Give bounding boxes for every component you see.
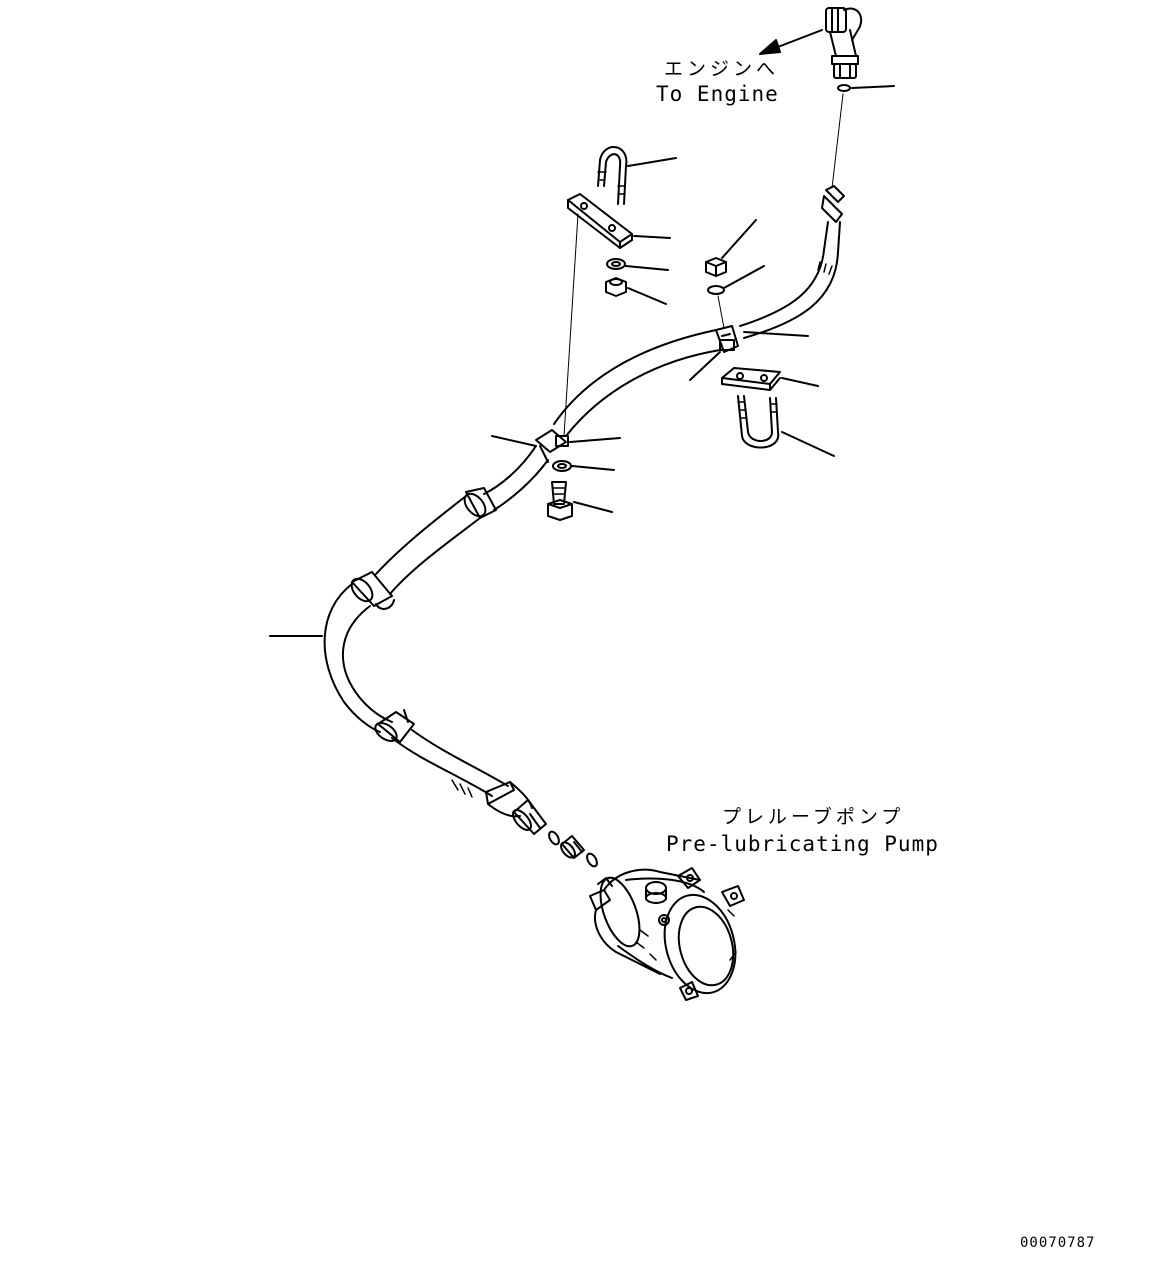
hex-nut-right bbox=[705, 257, 727, 277]
left-mounting-plate bbox=[567, 193, 633, 249]
drawing-number: 00070787 bbox=[1020, 1235, 1096, 1251]
hose-middle bbox=[553, 329, 721, 437]
left-clamp bbox=[535, 429, 569, 463]
engine-label-en: To Engine bbox=[656, 82, 779, 106]
hose-lower bbox=[323, 445, 549, 835]
washer-bolt bbox=[552, 460, 572, 472]
pre-lubricating-pump bbox=[589, 867, 745, 1001]
engine-elbow-fitting bbox=[825, 7, 863, 79]
engine-label-jp: エンジンへ bbox=[664, 58, 780, 80]
hex-bolt bbox=[547, 481, 573, 521]
adapter-fitting bbox=[560, 835, 585, 859]
right-u-bolt bbox=[737, 395, 780, 449]
washer-left bbox=[606, 258, 626, 270]
pump-label-en: Pre-lubricating Pump bbox=[666, 832, 939, 856]
engine-direction-arrow bbox=[759, 29, 823, 55]
washer-right bbox=[707, 285, 725, 295]
hose-upper bbox=[739, 249, 839, 339]
hex-nut-left bbox=[605, 277, 627, 297]
right-clamp bbox=[715, 325, 739, 353]
o-ring-top bbox=[837, 84, 851, 92]
pump-label-jp: プレルーブポンプ bbox=[722, 806, 905, 828]
upper-hose-fitting bbox=[821, 185, 845, 253]
o-ring-lower bbox=[548, 830, 560, 846]
left-u-bolt bbox=[597, 146, 628, 205]
o-ring-pump bbox=[586, 852, 598, 868]
right-mounting-plate bbox=[721, 367, 781, 391]
